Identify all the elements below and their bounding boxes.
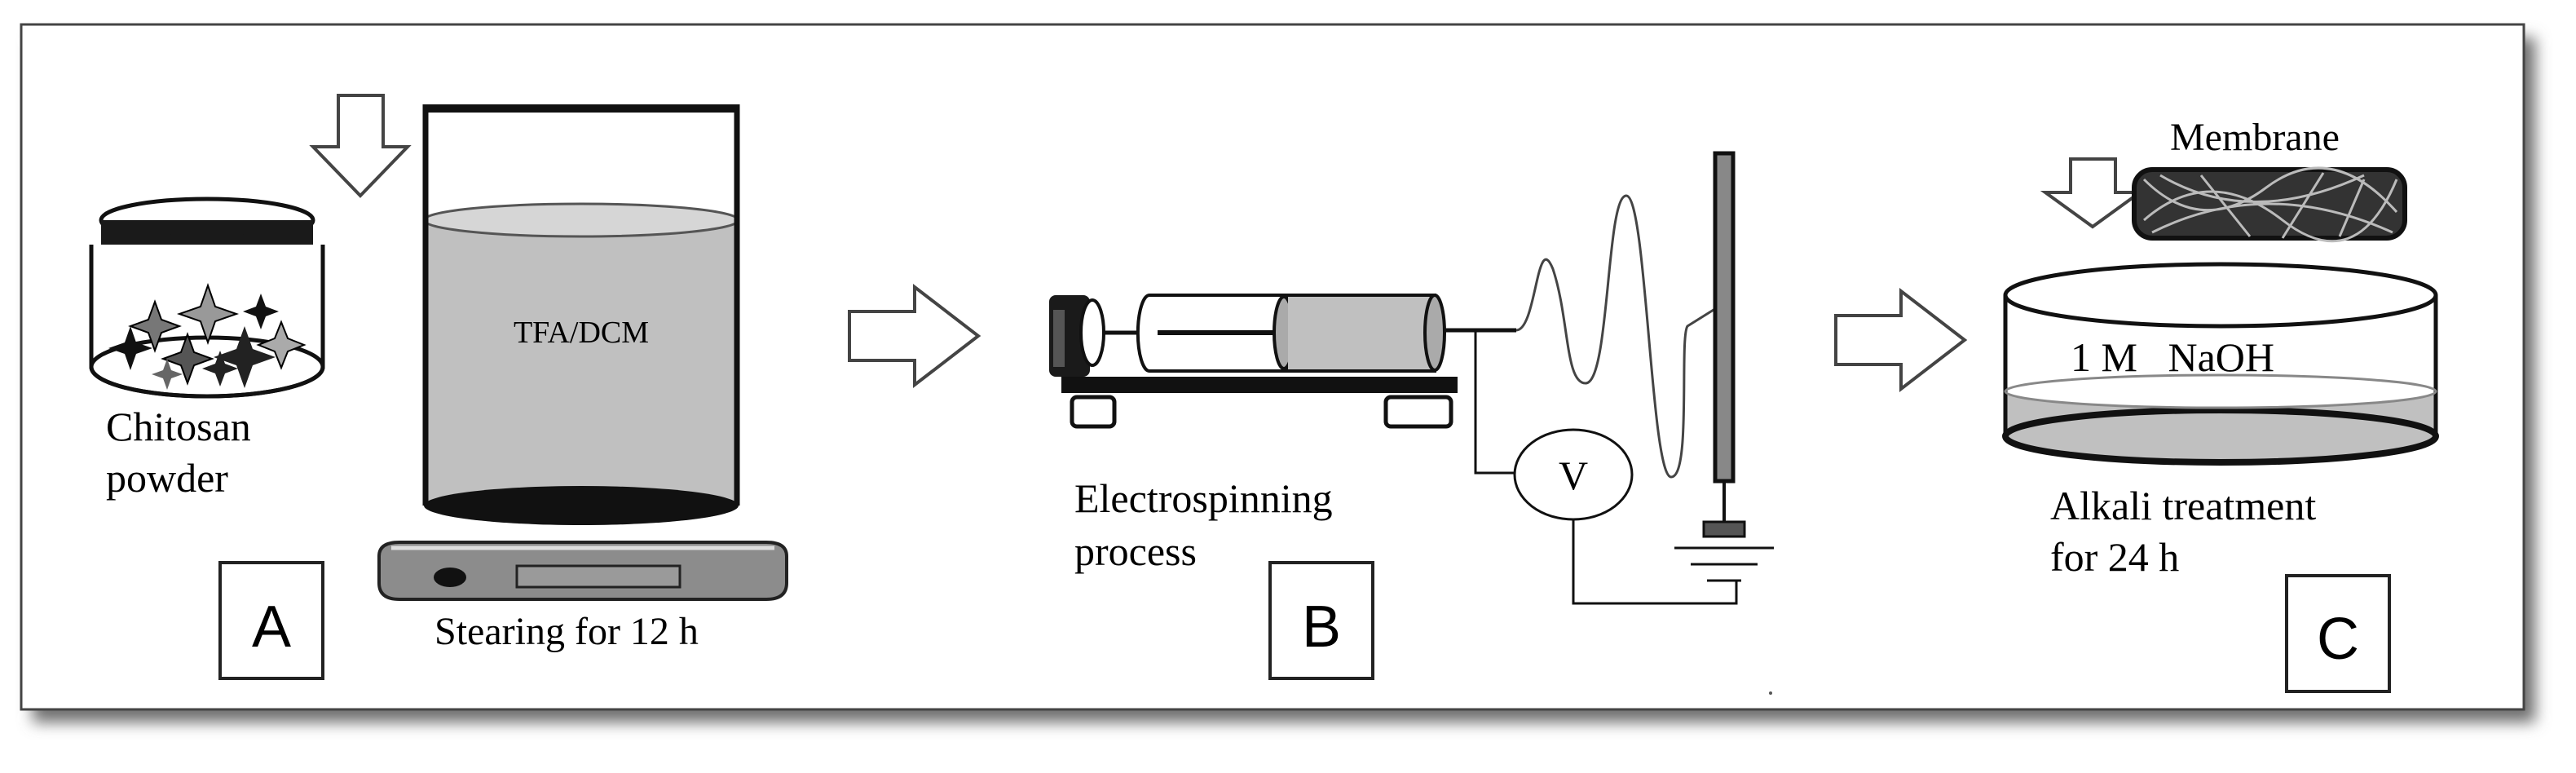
- arrow-a-to-b-icon: [848, 283, 981, 389]
- electrospinning-jet: [1515, 194, 1721, 479]
- stirring-label: Stearing for 12 h: [434, 610, 699, 653]
- down-arrow-c-icon: [2040, 157, 2146, 229]
- treatment-label-line2: for 24 h: [2050, 534, 2179, 580]
- wire-voltmeter-to-ground: [1572, 519, 1738, 605]
- collector-base: [1702, 520, 1746, 538]
- collector-plate: [1713, 151, 1736, 484]
- stage-c: Membrane 1 M NaOH Alkali treatment for 2…: [2002, 116, 2439, 693]
- membrane-label: Membrane: [2170, 116, 2340, 159]
- process-label-line1: Electrospinning: [1074, 475, 1333, 521]
- membrane: [2132, 166, 2407, 243]
- stray-dot: [1769, 691, 1772, 695]
- process-label-line2: process: [1074, 528, 1197, 574]
- stirring-plate: [377, 541, 788, 601]
- chitosan-label-line1: Chitosan: [106, 404, 251, 449]
- panel-letter-c: C: [2317, 607, 2359, 672]
- stage-a: Chitosan powder TFA/DCM Stearing for 12 …: [89, 94, 788, 680]
- stage-b: V Electrospinning process B: [1049, 151, 1774, 680]
- arrow-b-to-c-icon: [1834, 287, 1968, 393]
- panel-box-b: [1268, 561, 1374, 680]
- panel-letter-b: B: [1302, 594, 1341, 660]
- syringe-pump: [1049, 295, 1458, 429]
- voltmeter-label: V: [1559, 453, 1588, 498]
- beaker: [422, 104, 740, 525]
- chitosan-jar: [89, 197, 325, 399]
- syringe: [1079, 294, 1516, 373]
- wire-needle-to-voltmeter: [1474, 330, 1524, 475]
- powder-sparkles: [108, 282, 307, 390]
- chitosan-label-line2: powder: [106, 455, 228, 501]
- panel-box-a: [218, 561, 324, 680]
- beaker-label: TFA/DCM: [514, 316, 649, 350]
- petri-dish: [2002, 262, 2439, 466]
- panel-letter-a: A: [252, 594, 291, 660]
- solution-label: 1 M NaOH: [2071, 334, 2274, 380]
- panel-box-c: [2285, 574, 2391, 693]
- treatment-label-line1: Alkali treatment: [2050, 483, 2316, 528]
- down-arrow-icon: [309, 94, 412, 198]
